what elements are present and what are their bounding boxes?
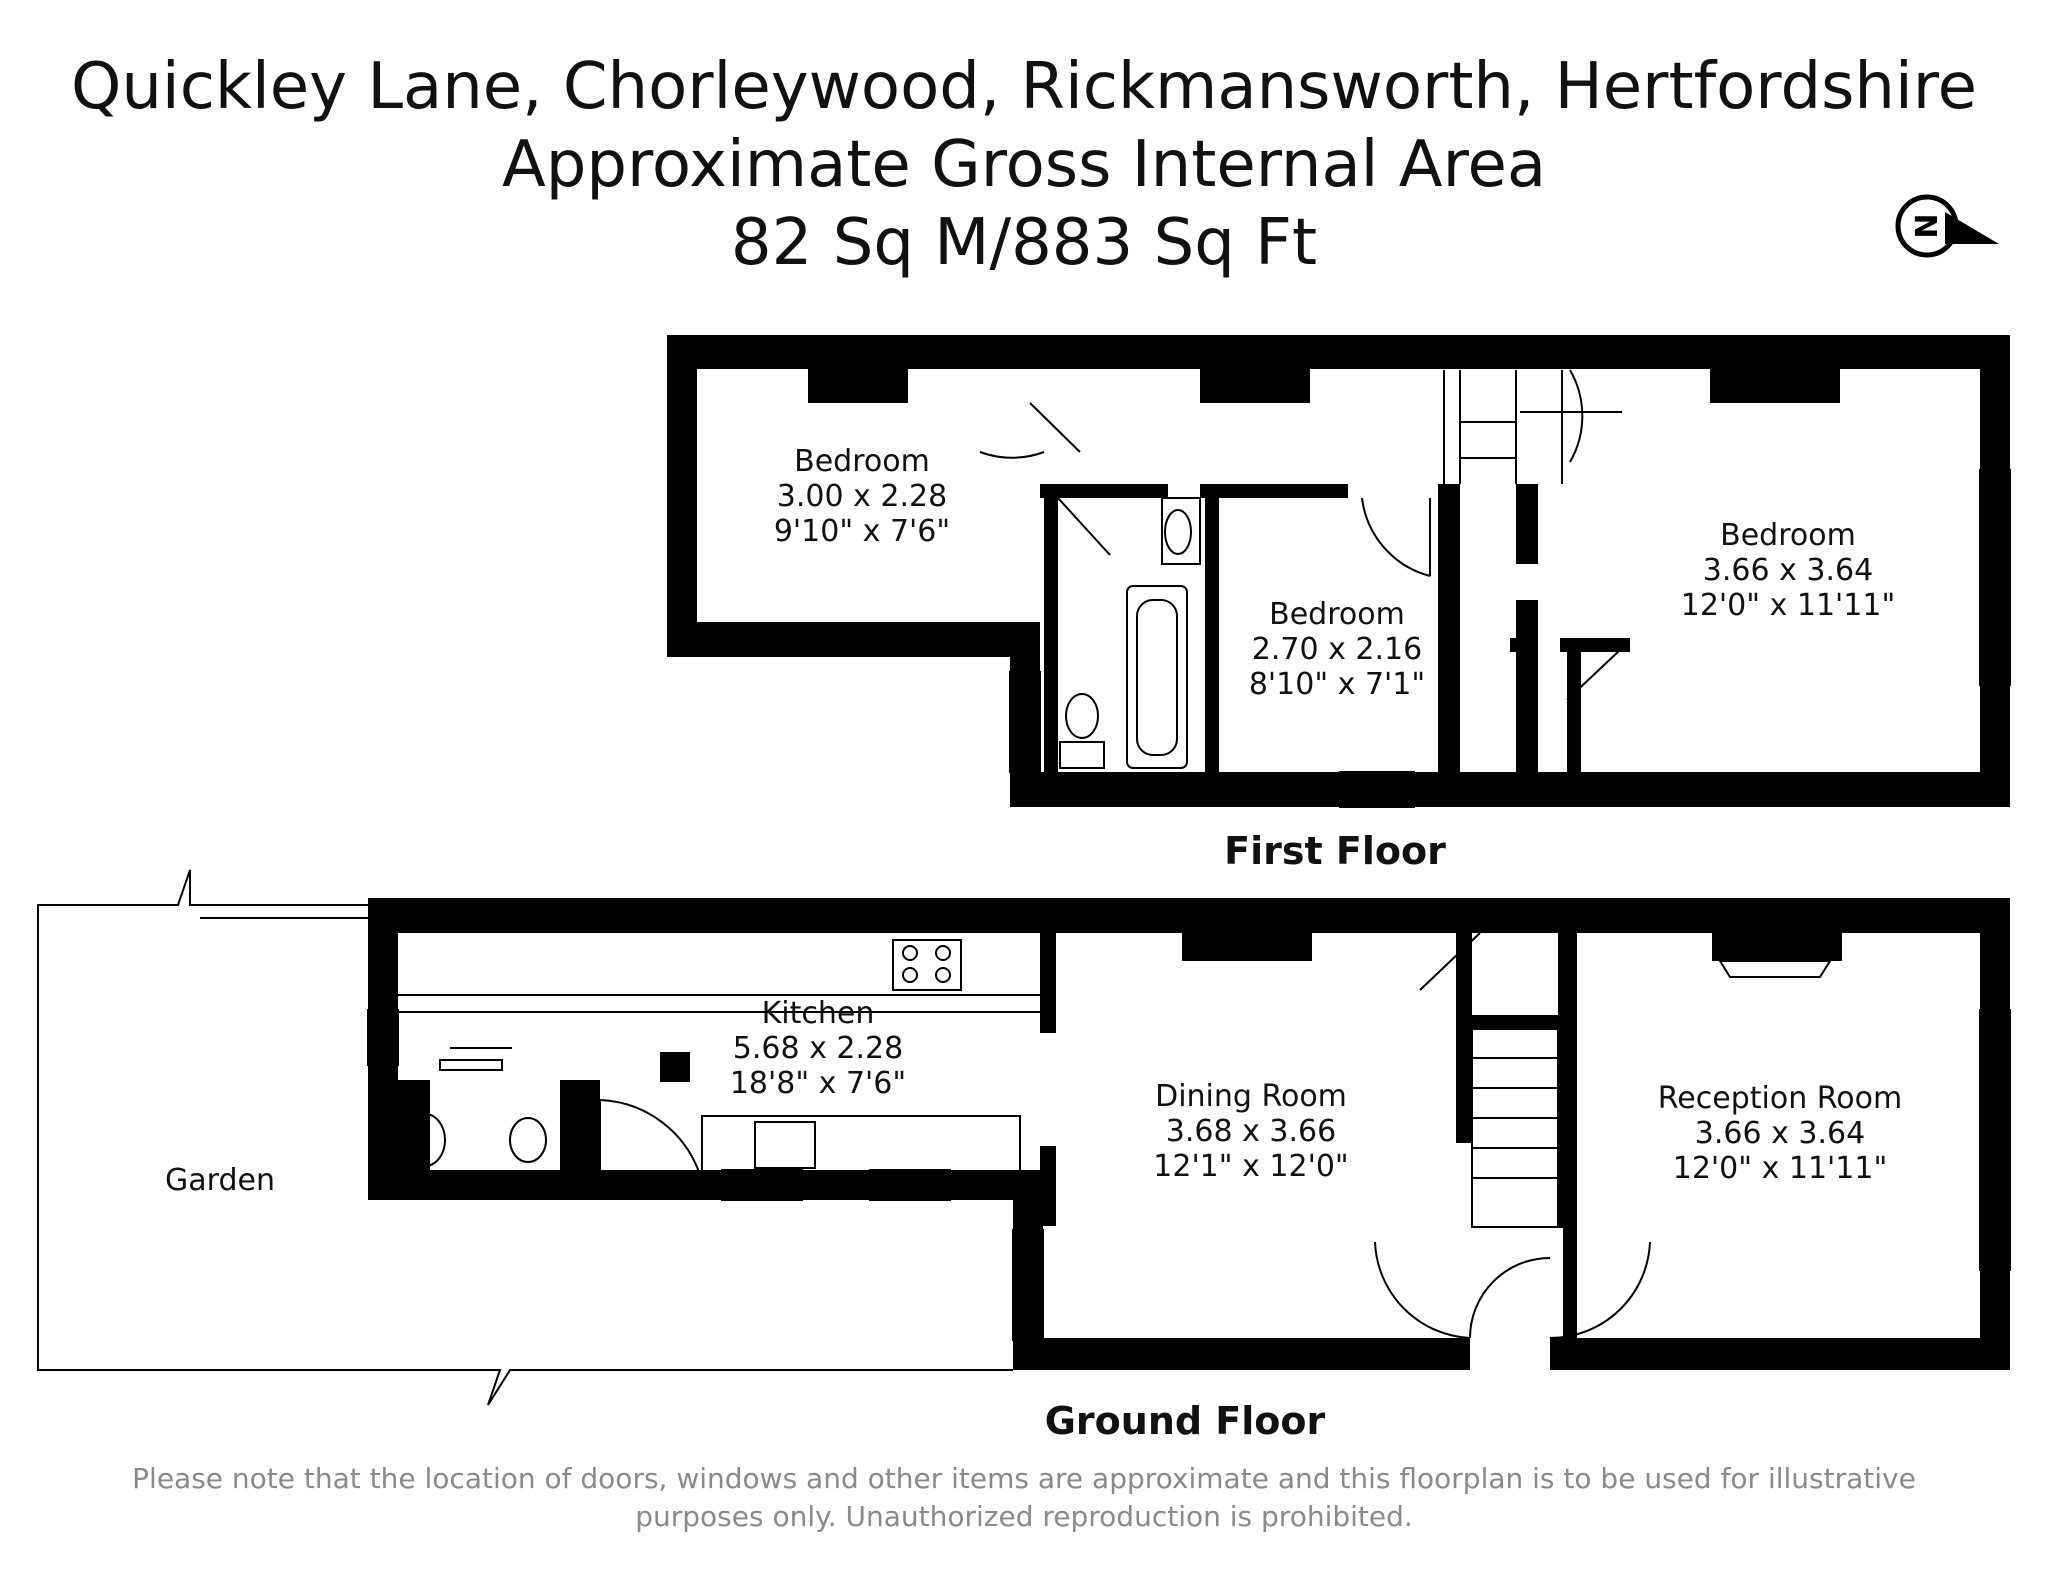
bedroom-3-imperial: 12'0" x 11'11" (1681, 588, 1896, 623)
ground-floor-label: Ground Floor (1045, 1399, 1326, 1443)
area-value: 82 Sq M/883 Sq Ft (730, 206, 1318, 280)
bedroom-2-name: Bedroom (1269, 597, 1405, 632)
kitchen-metric: 5.68 x 2.28 (733, 1031, 903, 1066)
bedroom-1-metric: 3.00 x 2.28 (777, 479, 947, 514)
bedroom-2-imperial: 8'10" x 7'1" (1249, 667, 1425, 702)
first-floor-label: First Floor (1224, 829, 1446, 873)
address-title: Quickley Lane, Chorleywood, Rickmanswort… (70, 50, 1978, 124)
reception-room-imperial: 12'0" x 11'11" (1673, 1151, 1888, 1186)
ground-floor-walls (368, 898, 2010, 1370)
dining-room-name: Dining Room (1155, 1079, 1347, 1114)
header: Quickley Lane, Chorleywood, Rickmanswort… (0, 48, 2048, 282)
dining-room-imperial: 12'1" x 12'0" (1153, 1149, 1348, 1184)
reception-room-name: Reception Room (1658, 1081, 1902, 1116)
ground-floor-fixtures (37, 869, 2011, 1406)
bedroom-3-metric: 3.66 x 3.64 (1703, 553, 1873, 588)
north-compass-icon: N (1895, 194, 1999, 258)
disclaimer: Please note that the location of doors, … (0, 1460, 2048, 1536)
bedroom-1-imperial: 9'10" x 7'6" (774, 514, 950, 549)
bedroom-3-name: Bedroom (1720, 518, 1856, 553)
compass-letter: N (1910, 213, 1945, 238)
garden-label: Garden (165, 1163, 275, 1198)
disclaimer-line-2: purposes only. Unauthorized reproduction… (635, 1500, 1413, 1533)
first-floor-labels: Bedroom 3.00 x 2.28 9'10" x 7'6" Bedroom… (774, 444, 1895, 873)
first-floor-walls (667, 335, 2010, 807)
kitchen-name: Kitchen (762, 996, 875, 1031)
bedroom-2-metric: 2.70 x 2.16 (1252, 632, 1422, 667)
kitchen-imperial: 18'8" x 7'6" (730, 1066, 906, 1101)
first-floor-fixtures (979, 369, 2011, 808)
area-title: Approximate Gross Internal Area (501, 128, 1547, 202)
bedroom-1-name: Bedroom (794, 444, 930, 479)
ground-floor-labels: Kitchen 5.68 x 2.28 18'8" x 7'6" Dining … (165, 996, 1902, 1443)
reception-room-metric: 3.66 x 3.64 (1695, 1116, 1865, 1151)
disclaimer-line-1: Please note that the location of doors, … (132, 1462, 1916, 1495)
dining-room-metric: 3.68 x 3.66 (1166, 1114, 1336, 1149)
